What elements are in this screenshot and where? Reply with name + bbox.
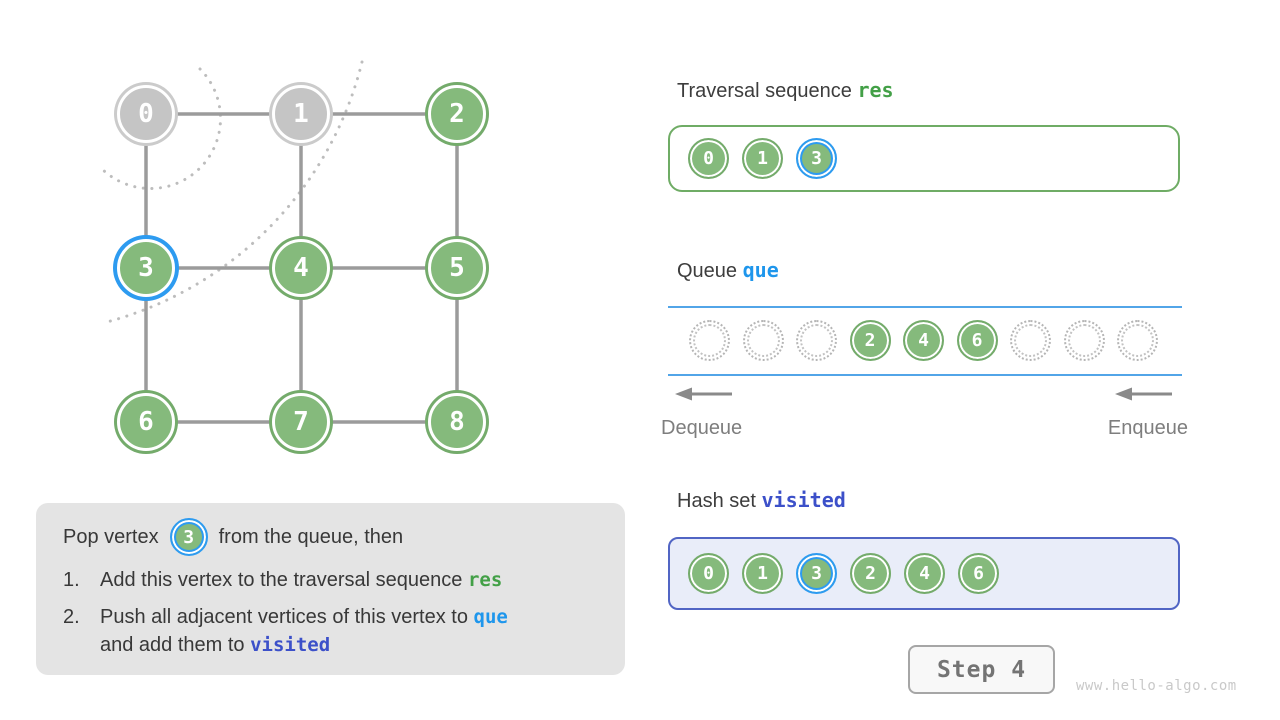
res-code-token: res xyxy=(467,569,503,591)
traversal-item-3: 3 xyxy=(796,138,837,179)
queue-slot-empty xyxy=(742,320,784,361)
que-code-token: que xyxy=(473,606,508,628)
explanation-line: Pop vertex 3 from the queue, then xyxy=(63,518,607,556)
visited-code-token: visited xyxy=(250,634,331,656)
enqueue-arrow-icon xyxy=(1115,387,1172,401)
queue-title: Queue que xyxy=(677,258,779,282)
queue-item-4: 4 xyxy=(903,320,944,361)
queue-slot-empty xyxy=(1117,320,1158,361)
traversal-item-0: 0 xyxy=(688,138,729,179)
step-button[interactable]: Step 4 xyxy=(908,645,1055,694)
graph-node-1: 1 xyxy=(272,85,330,143)
dequeue-arrow-icon xyxy=(675,387,732,401)
dequeue-label: Dequeue xyxy=(661,417,743,439)
list-number: 2. xyxy=(63,606,80,628)
graph-node-8: 8 xyxy=(428,393,486,451)
hash-item-6: 6 xyxy=(958,553,999,594)
traversal-item-1: 1 xyxy=(742,138,783,179)
queue-slot-empty xyxy=(796,320,837,361)
hash-item-2: 2 xyxy=(850,553,891,594)
queue-bottom-line xyxy=(668,374,1182,376)
res-code-token: res xyxy=(857,78,894,102)
watermark: www.hello-algo.com xyxy=(1076,678,1237,694)
graph-node-2: 2 xyxy=(428,85,486,143)
explanation-step-1: 1. Add this vertex to the traversal sequ… xyxy=(63,566,607,594)
list-number: 1. xyxy=(63,569,80,591)
graph-node-6: 6 xyxy=(117,393,175,451)
explanation-step-2: 2. Push all adjacent vertices of this ve… xyxy=(63,603,607,659)
explanation-prefix: Pop vertex xyxy=(63,525,159,548)
visited-code-token: visited xyxy=(761,488,846,512)
explanation-box: Pop vertex 3 from the queue, then 1. Add… xyxy=(36,503,625,675)
graph-panel: 0 1 2 3 4 5 6 7 8 xyxy=(0,0,640,480)
explanation-suffix: from the queue, then xyxy=(218,525,404,548)
traversal-sequence-title: Traversal sequence res xyxy=(677,78,894,102)
graph-node-4: 4 xyxy=(272,239,330,297)
que-code-token: que xyxy=(742,258,779,282)
hash-item-1: 1 xyxy=(742,553,783,594)
hash-set-title: Hash set visited xyxy=(677,488,846,512)
traversal-sequence-box xyxy=(668,125,1180,192)
graph-node-5: 5 xyxy=(428,239,486,297)
queue-item-6: 6 xyxy=(956,320,998,361)
graph-node-7: 7 xyxy=(272,393,330,451)
hash-item-0: 0 xyxy=(688,553,729,594)
popped-vertex-badge: 3 xyxy=(169,518,208,556)
queue-top-line xyxy=(668,306,1182,308)
step-2-text: Push all adjacent vertices of this verte… xyxy=(100,606,508,656)
step-1-text: Add this vertex to the traversal sequenc… xyxy=(100,569,503,591)
queue-slot-empty xyxy=(1063,320,1105,361)
graph-node-0: 0 xyxy=(117,85,175,143)
enqueue-label: Enqueue xyxy=(1107,417,1188,439)
hash-item-4: 4 xyxy=(904,553,945,594)
queue-slot-empty xyxy=(1010,320,1051,361)
hash-item-3: 3 xyxy=(796,553,837,594)
queue-item-2: 2 xyxy=(849,320,891,361)
graph-node-3: 3 xyxy=(117,239,175,297)
queue-slot-empty xyxy=(689,320,730,361)
